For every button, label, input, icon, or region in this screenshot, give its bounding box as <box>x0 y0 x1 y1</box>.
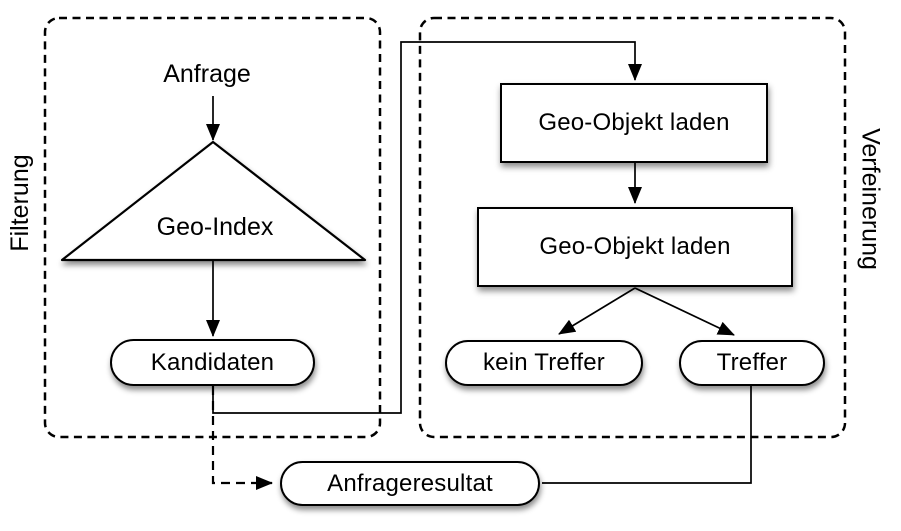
geo-objekt-laden-node-1: Geo-Objekt laden <box>500 83 768 163</box>
filtering-section-label: Filterung <box>5 154 34 252</box>
geo-objekt-laden-label-1: Geo-Objekt laden <box>538 109 730 136</box>
geoobjekt2-to-treffer-arrow <box>634 287 735 336</box>
kandidaten-to-anfrageresultat-dashed-arrow <box>211 386 273 490</box>
anfrageresultat-node: Anfrageresultat <box>280 461 540 506</box>
geoobjekt2-to-keintreffer-arrow <box>558 287 636 335</box>
treffer-label: Treffer <box>716 349 788 376</box>
kandidaten-node: Kandidaten <box>110 339 315 386</box>
geo-objekt-laden-node-2: Geo-Objekt laden <box>477 207 793 287</box>
refinement-section-label: Verfeinerung <box>857 128 885 270</box>
kein-treffer-node: kein Treffer <box>445 340 643 386</box>
anfrageresultat-label: Anfrageresultat <box>327 469 493 497</box>
treffer-node: Treffer <box>679 340 825 386</box>
treffer-to-anfrageresultat-line <box>542 386 752 484</box>
geo-objekt-laden-label-2: Geo-Objekt laden <box>539 233 731 260</box>
anfrage-label: Anfrage <box>163 59 251 88</box>
kein-treffer-label: kein Treffer <box>482 349 605 376</box>
geo-index-label: Geo-Index <box>156 212 274 241</box>
refinement-section-box <box>418 16 847 439</box>
kandidaten-label: Kandidaten <box>150 348 275 376</box>
geo-index-triangle <box>60 140 367 262</box>
